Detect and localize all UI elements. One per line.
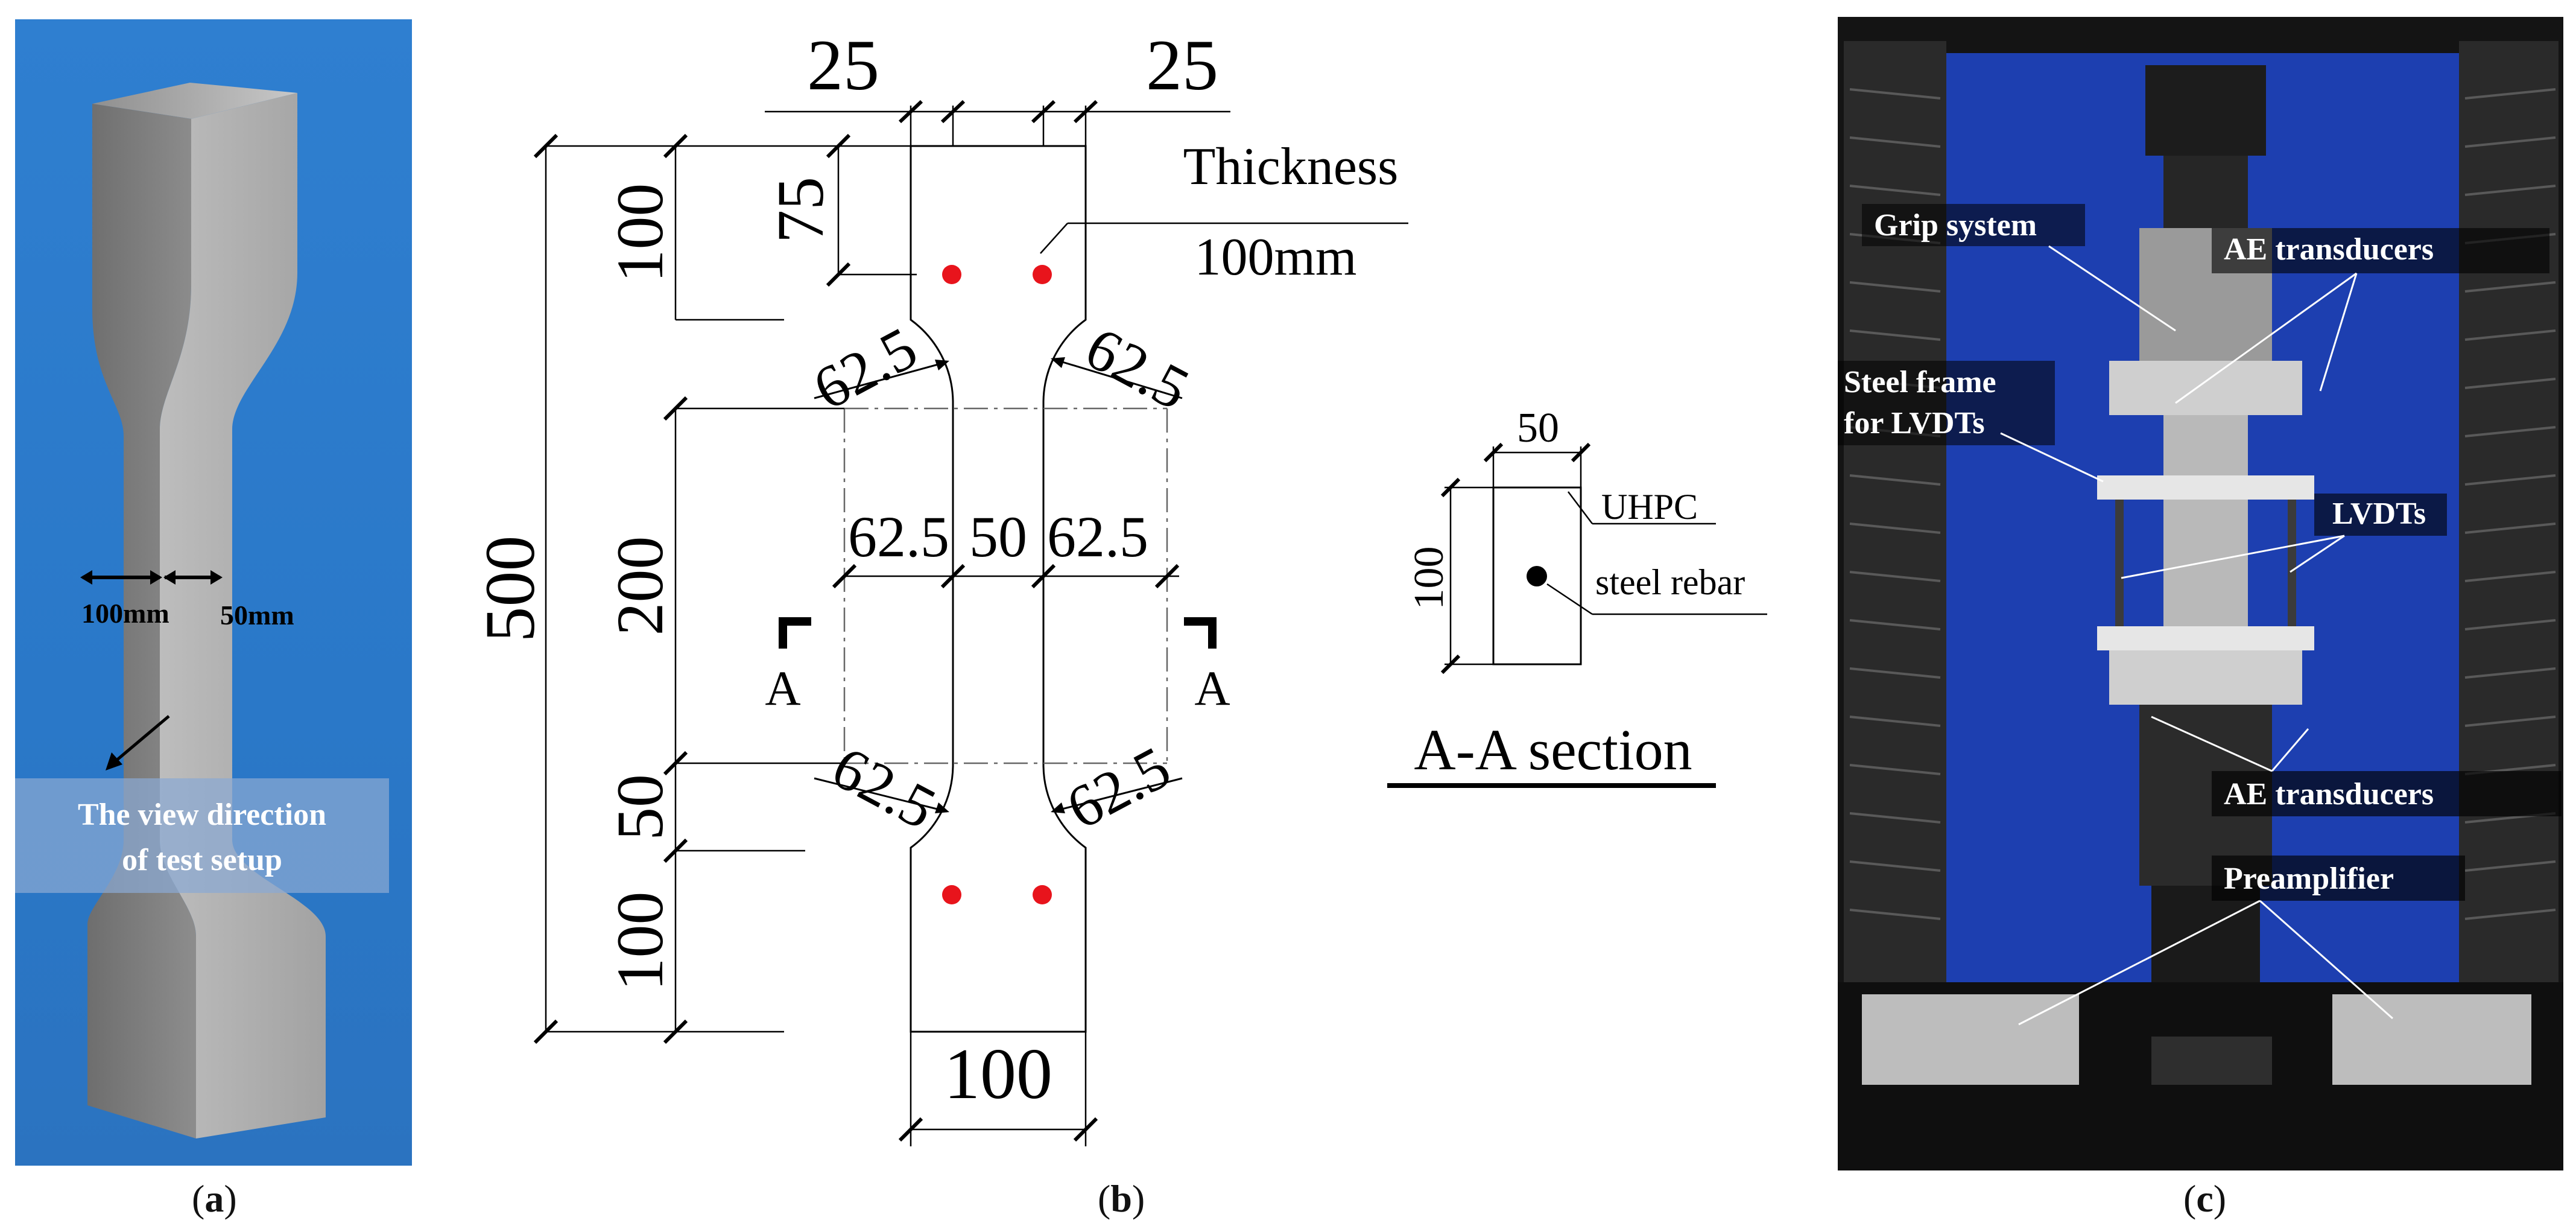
view-direction-arrow — [110, 715, 170, 766]
gauge-lines — [843, 407, 1168, 764]
thickness-arrowhead-right — [210, 570, 223, 585]
drawing-outline — [910, 145, 1087, 1033]
width-arrowhead-right — [150, 570, 162, 585]
label-lvdts: LVDTs — [2332, 497, 2426, 531]
thickness-label: 50mm — [220, 600, 294, 630]
dim-gauge: 200 — [603, 536, 677, 636]
section-rebar-point — [1527, 566, 1547, 586]
rebar-point-bottom-right — [1033, 885, 1052, 904]
dim-transition: 50 — [603, 774, 677, 840]
rebar-point-bottom-left — [942, 885, 961, 904]
specimen-outline — [910, 145, 1087, 1033]
specimen-illustration: 100mm 50mm The view direction of test se… — [15, 83, 389, 1138]
rebar-point-top-left — [942, 265, 961, 284]
setup-labels: Grip system AE transducers Steel frame f… — [1838, 204, 2562, 901]
rebar-point-top-right — [1033, 265, 1052, 284]
thickness-line1: Thickness — [1183, 138, 1399, 196]
preamplifier-group-right — [2332, 994, 2531, 1085]
dim-grip-top: 100 — [603, 183, 677, 283]
radius-arrowhead-lr — [1051, 802, 1065, 813]
radius-upper-left: 62.5 — [803, 314, 928, 422]
left-side-panel — [1844, 41, 1946, 982]
label-steel-frame-line2: for LVDTs — [1844, 406, 1985, 440]
dim-hole: 75 — [764, 177, 837, 243]
section-title: A-A section — [1414, 717, 1692, 782]
thickness-line2: 100mm — [1195, 228, 1357, 287]
dim-bottom-width: 100 — [944, 1034, 1052, 1114]
section-mark-left: A — [765, 661, 800, 716]
section-width: 50 — [1517, 405, 1559, 451]
dimension-lines — [545, 106, 1408, 1146]
dim-mid-right: 62.5 — [1047, 504, 1148, 569]
lvdt-right — [2288, 500, 2296, 626]
dim-top-left: 25 — [807, 25, 879, 105]
caption-a: (a) — [192, 1177, 237, 1220]
label-ae-transducers-top: AE transducers — [2224, 232, 2434, 267]
dim-top-right: 25 — [1146, 25, 1218, 105]
preamplifier-group-left — [1862, 994, 2079, 1085]
dim-mid-left: 62.5 — [848, 504, 949, 569]
dimension-ticks — [533, 100, 1180, 1142]
radius-arrowhead-ll — [935, 802, 949, 813]
radius-arrowhead-ur — [1051, 357, 1065, 368]
view-label-line2: of test setup — [122, 843, 282, 877]
lvdt-left — [2115, 500, 2124, 626]
upper-rod — [2163, 156, 2248, 228]
section-material-label: UHPC — [1601, 487, 1698, 527]
view-label-box — [15, 778, 389, 893]
steel-frame-lower — [2097, 626, 2314, 650]
label-grip-system: Grip system — [1874, 208, 2037, 243]
test-setup-photo: Grip system AE transducers Steel frame f… — [1838, 17, 2563, 1170]
specimen-top-face — [92, 83, 297, 119]
view-label-line1: The view direction — [78, 798, 326, 832]
section-mark-left-symbol — [779, 617, 811, 649]
section-mark-right: A — [1194, 661, 1230, 716]
section-height: 100 — [1406, 547, 1452, 610]
label-preamplifier: Preamplifier — [2224, 862, 2394, 896]
radius-leaders — [814, 358, 1183, 813]
label-ae-transducers-bottom: AE transducers — [2224, 777, 2434, 811]
setup-leaders — [2000, 245, 2393, 1026]
upper-grip-plate — [2109, 361, 2302, 415]
radius-lower-left: 62.5 — [821, 733, 946, 842]
width-label: 100mm — [81, 598, 169, 629]
section-mark-right-symbol — [1184, 617, 1217, 649]
section-ticks — [1440, 442, 1591, 675]
steel-frame-upper — [2097, 475, 2314, 500]
view-direction-arrowhead — [106, 752, 122, 770]
right-side-panel — [2459, 41, 2559, 982]
section-rebar-label: steel rebar — [1595, 562, 1745, 602]
caption-b: (b) — [1098, 1177, 1145, 1220]
radius-upper-right: 62.5 — [1075, 314, 1200, 422]
dim-total: 500 — [470, 536, 549, 643]
radius-arrowhead-ul — [935, 360, 949, 370]
lower-grip-plate — [2109, 650, 2302, 705]
thickness-arrowhead-left — [163, 570, 176, 585]
width-arrowhead-left — [80, 570, 92, 585]
specimen-photo: 100mm 50mm The view direction of test se… — [15, 19, 412, 1166]
section-rectangle — [1492, 486, 1582, 665]
load-cell-display — [2151, 1037, 2272, 1085]
caption-c: (c) — [2183, 1177, 2227, 1220]
dim-grip-bottom: 100 — [603, 892, 677, 991]
dim-mid-center: 50 — [969, 504, 1027, 569]
test-setup-illustration: Grip system AE transducers Steel frame f… — [1838, 17, 2563, 1170]
radius-lower-right: 62.5 — [1056, 733, 1181, 842]
label-steel-frame-line1: Steel frame — [1844, 365, 1996, 399]
upper-actuator — [2145, 65, 2266, 156]
